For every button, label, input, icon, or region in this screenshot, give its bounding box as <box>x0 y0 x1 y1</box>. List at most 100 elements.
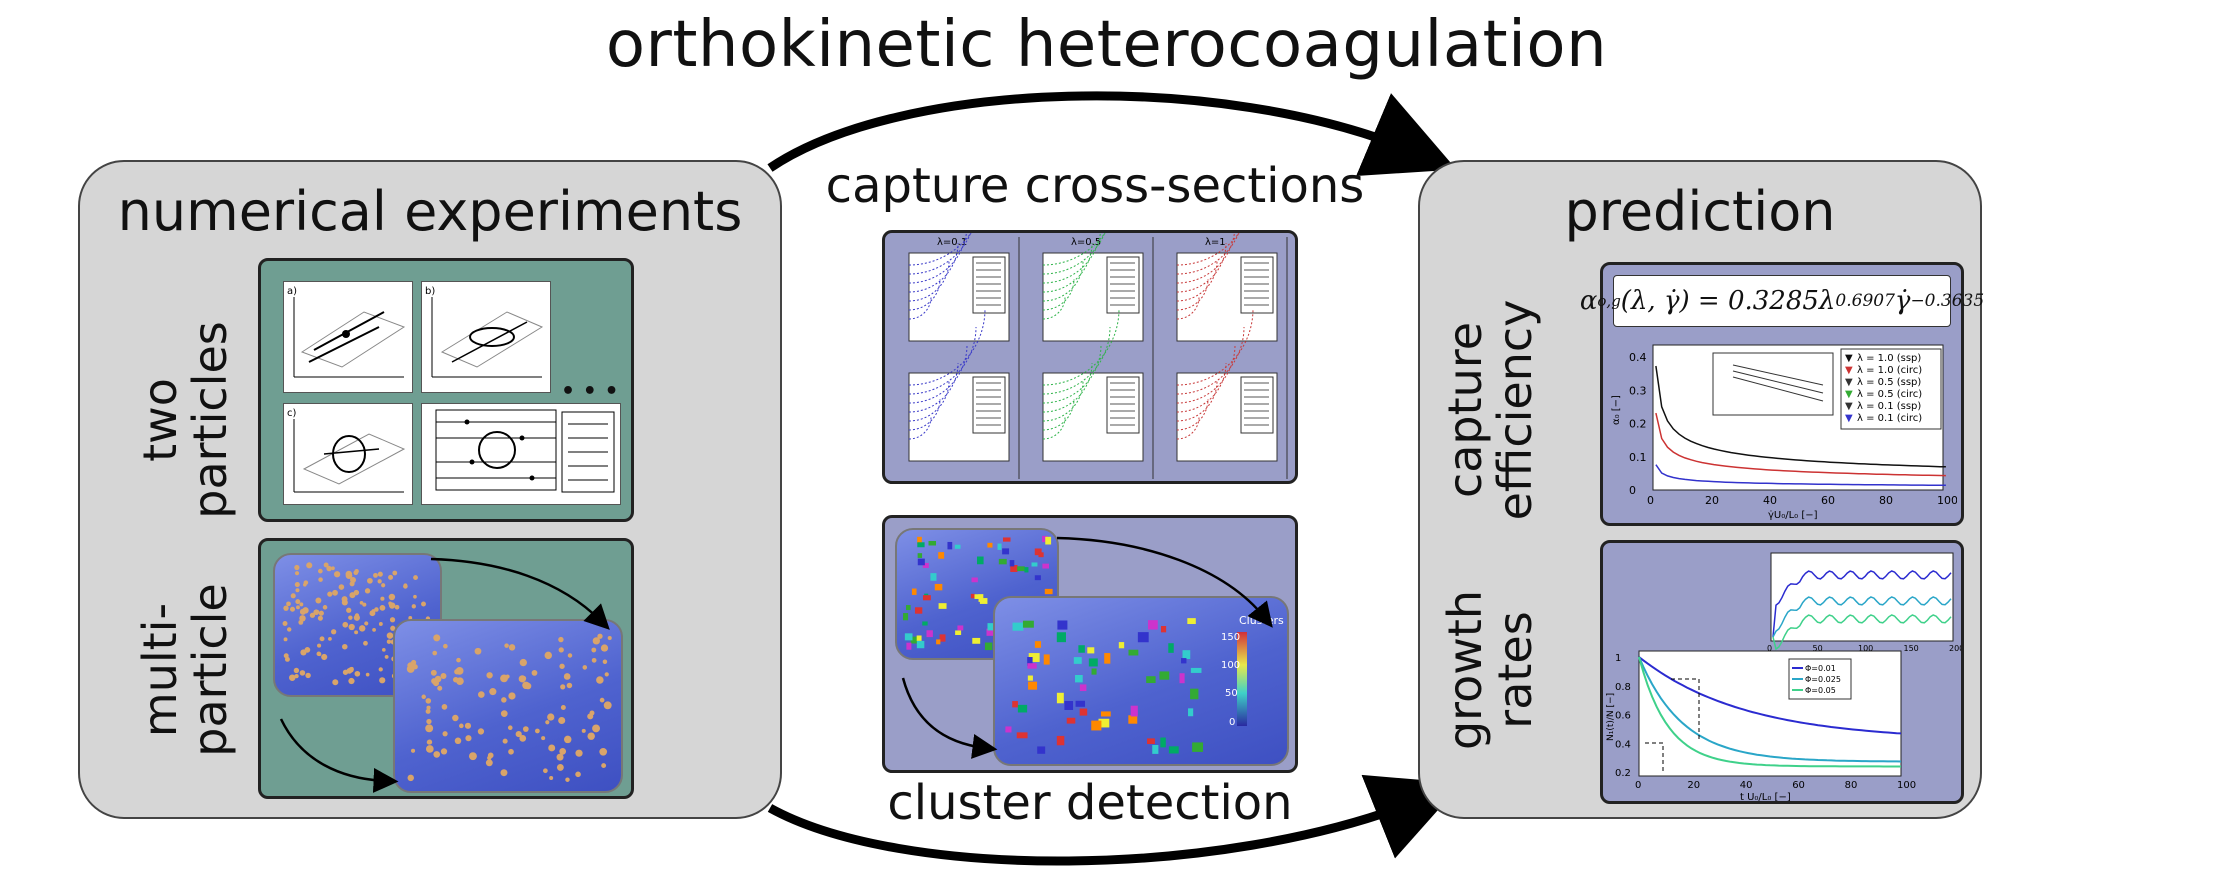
particle <box>426 705 431 710</box>
cluster-mark <box>947 541 953 550</box>
particle <box>408 616 413 620</box>
particle <box>342 643 348 650</box>
cluster-mark <box>938 552 945 559</box>
particle <box>315 609 320 614</box>
particle <box>379 604 386 611</box>
cross-section-curve <box>1042 242 1093 293</box>
particle <box>388 593 396 601</box>
cluster-mark <box>1043 654 1050 665</box>
growth-main-plot <box>1638 650 1902 777</box>
particle <box>531 670 538 676</box>
particle <box>388 601 392 606</box>
particle <box>331 566 335 571</box>
cluster-mark <box>1152 744 1159 754</box>
x-tick: 60 <box>1821 494 1835 507</box>
particle <box>500 710 508 718</box>
efficiency-inset <box>1712 352 1834 416</box>
growth-inset-series <box>1772 570 1952 638</box>
particle <box>348 677 355 685</box>
cluster-mark <box>997 543 1002 550</box>
cross-section-curve <box>1176 242 1227 293</box>
efficiency-series <box>1655 412 1946 477</box>
efficiency-legend <box>1840 348 1942 430</box>
cluster-mark <box>1012 701 1018 708</box>
particle <box>298 619 304 625</box>
slope-guide <box>1671 678 1700 741</box>
particle <box>300 649 307 656</box>
particle <box>384 654 389 659</box>
multi-particle-label: multi-particle <box>133 583 237 757</box>
colorbar <box>1237 632 1247 726</box>
particle <box>354 615 360 621</box>
particle <box>547 713 555 721</box>
particle <box>425 745 434 753</box>
cluster-mark <box>1012 622 1024 631</box>
particle <box>566 682 573 689</box>
cluster-mark <box>1017 704 1028 713</box>
particle <box>600 644 609 652</box>
particle <box>332 589 338 596</box>
cross-section-curve <box>1042 398 1075 431</box>
multi-particle-arrows <box>279 557 610 793</box>
particle <box>485 759 493 767</box>
cluster-mark <box>1044 588 1053 595</box>
particle <box>388 574 394 580</box>
cluster-mark <box>1118 642 1125 649</box>
particle <box>582 665 588 670</box>
particle <box>299 615 306 622</box>
y-tick: 0.2 <box>1629 418 1647 431</box>
particle <box>374 607 379 612</box>
legend-label: Φ=0.05 <box>1805 686 1836 695</box>
particle <box>515 730 522 738</box>
cluster-mark <box>1079 684 1087 692</box>
particle <box>543 768 548 774</box>
inset-x-tick: 200 <box>1949 644 1961 653</box>
particle <box>318 610 324 616</box>
top-arrow <box>767 91 1457 177</box>
particle <box>563 735 572 744</box>
cluster-mark <box>917 558 925 566</box>
particle <box>425 698 432 704</box>
colorbar-tick: 50 <box>1225 688 1238 699</box>
particle <box>597 633 603 639</box>
cluster-mark <box>1057 620 1068 630</box>
cluster-mark <box>903 613 909 621</box>
particle <box>607 636 612 641</box>
cross-section-curve <box>1042 296 1066 320</box>
inset-x-tick: 100 <box>1858 644 1873 653</box>
particle <box>430 669 437 676</box>
particle <box>294 564 300 571</box>
particle <box>602 659 608 665</box>
cluster-mark <box>1027 663 1037 669</box>
particle <box>507 725 513 731</box>
x-tick: 60 <box>1792 780 1805 791</box>
y-tick: 0.8 <box>1615 682 1631 693</box>
particle <box>592 724 600 733</box>
cluster-mark <box>1056 632 1066 643</box>
y-tick: 0 <box>1629 484 1636 497</box>
particle <box>309 612 316 618</box>
cluster-mark <box>970 593 976 599</box>
simulation-snapshot-final <box>393 619 623 793</box>
particle <box>354 630 359 635</box>
cluster-mark <box>1160 626 1167 633</box>
particle <box>454 737 462 745</box>
particle <box>303 580 309 585</box>
particle <box>575 771 581 778</box>
particle <box>501 697 507 703</box>
legend-marker: ▼ <box>1845 377 1853 388</box>
cross-section-curve <box>908 344 968 404</box>
particle <box>474 647 482 655</box>
particle <box>560 705 566 710</box>
cross-section-curve <box>1042 326 1111 395</box>
cross-section-curve <box>908 206 977 275</box>
particle <box>317 615 323 621</box>
particle <box>299 602 304 607</box>
particle <box>294 571 300 576</box>
particle <box>407 774 414 782</box>
particle <box>421 694 426 699</box>
particle <box>346 607 352 613</box>
y-tick: 0.4 <box>1615 739 1631 750</box>
particle <box>319 636 325 642</box>
particle <box>556 753 564 761</box>
